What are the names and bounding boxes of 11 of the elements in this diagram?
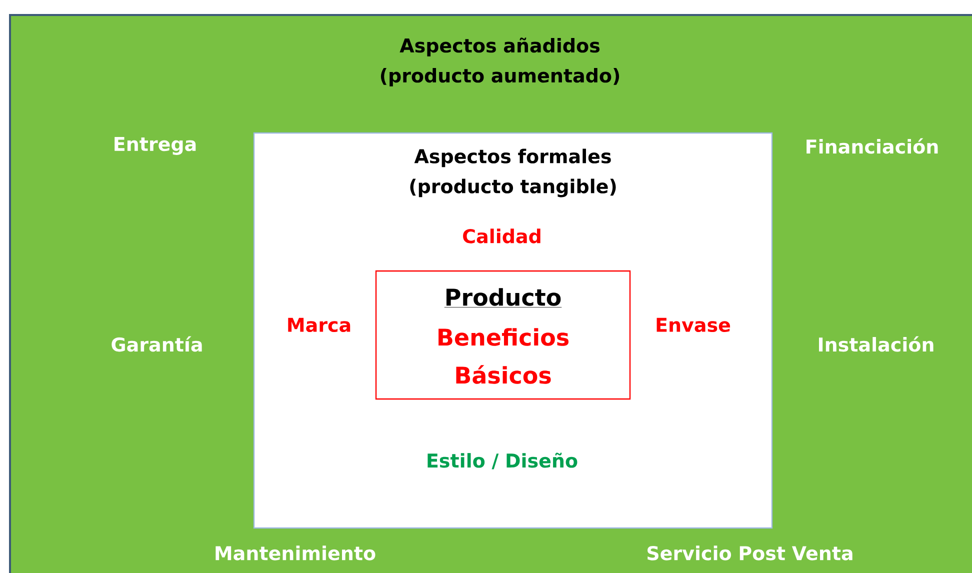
label: Mantenimiento [216,546,376,560]
label: Calidad [463,228,540,244]
label: Marca [288,318,350,332]
label: Financiación [806,138,938,154]
label: Envase [656,318,730,332]
label: Estilo / Diseño [428,452,578,470]
label: Servicio Post Venta [648,546,852,560]
core-box: Producto Beneficios Básicos [375,270,631,400]
label: Instalación [819,336,934,352]
label: Garantía [112,336,202,352]
label: Entrega [114,137,196,155]
